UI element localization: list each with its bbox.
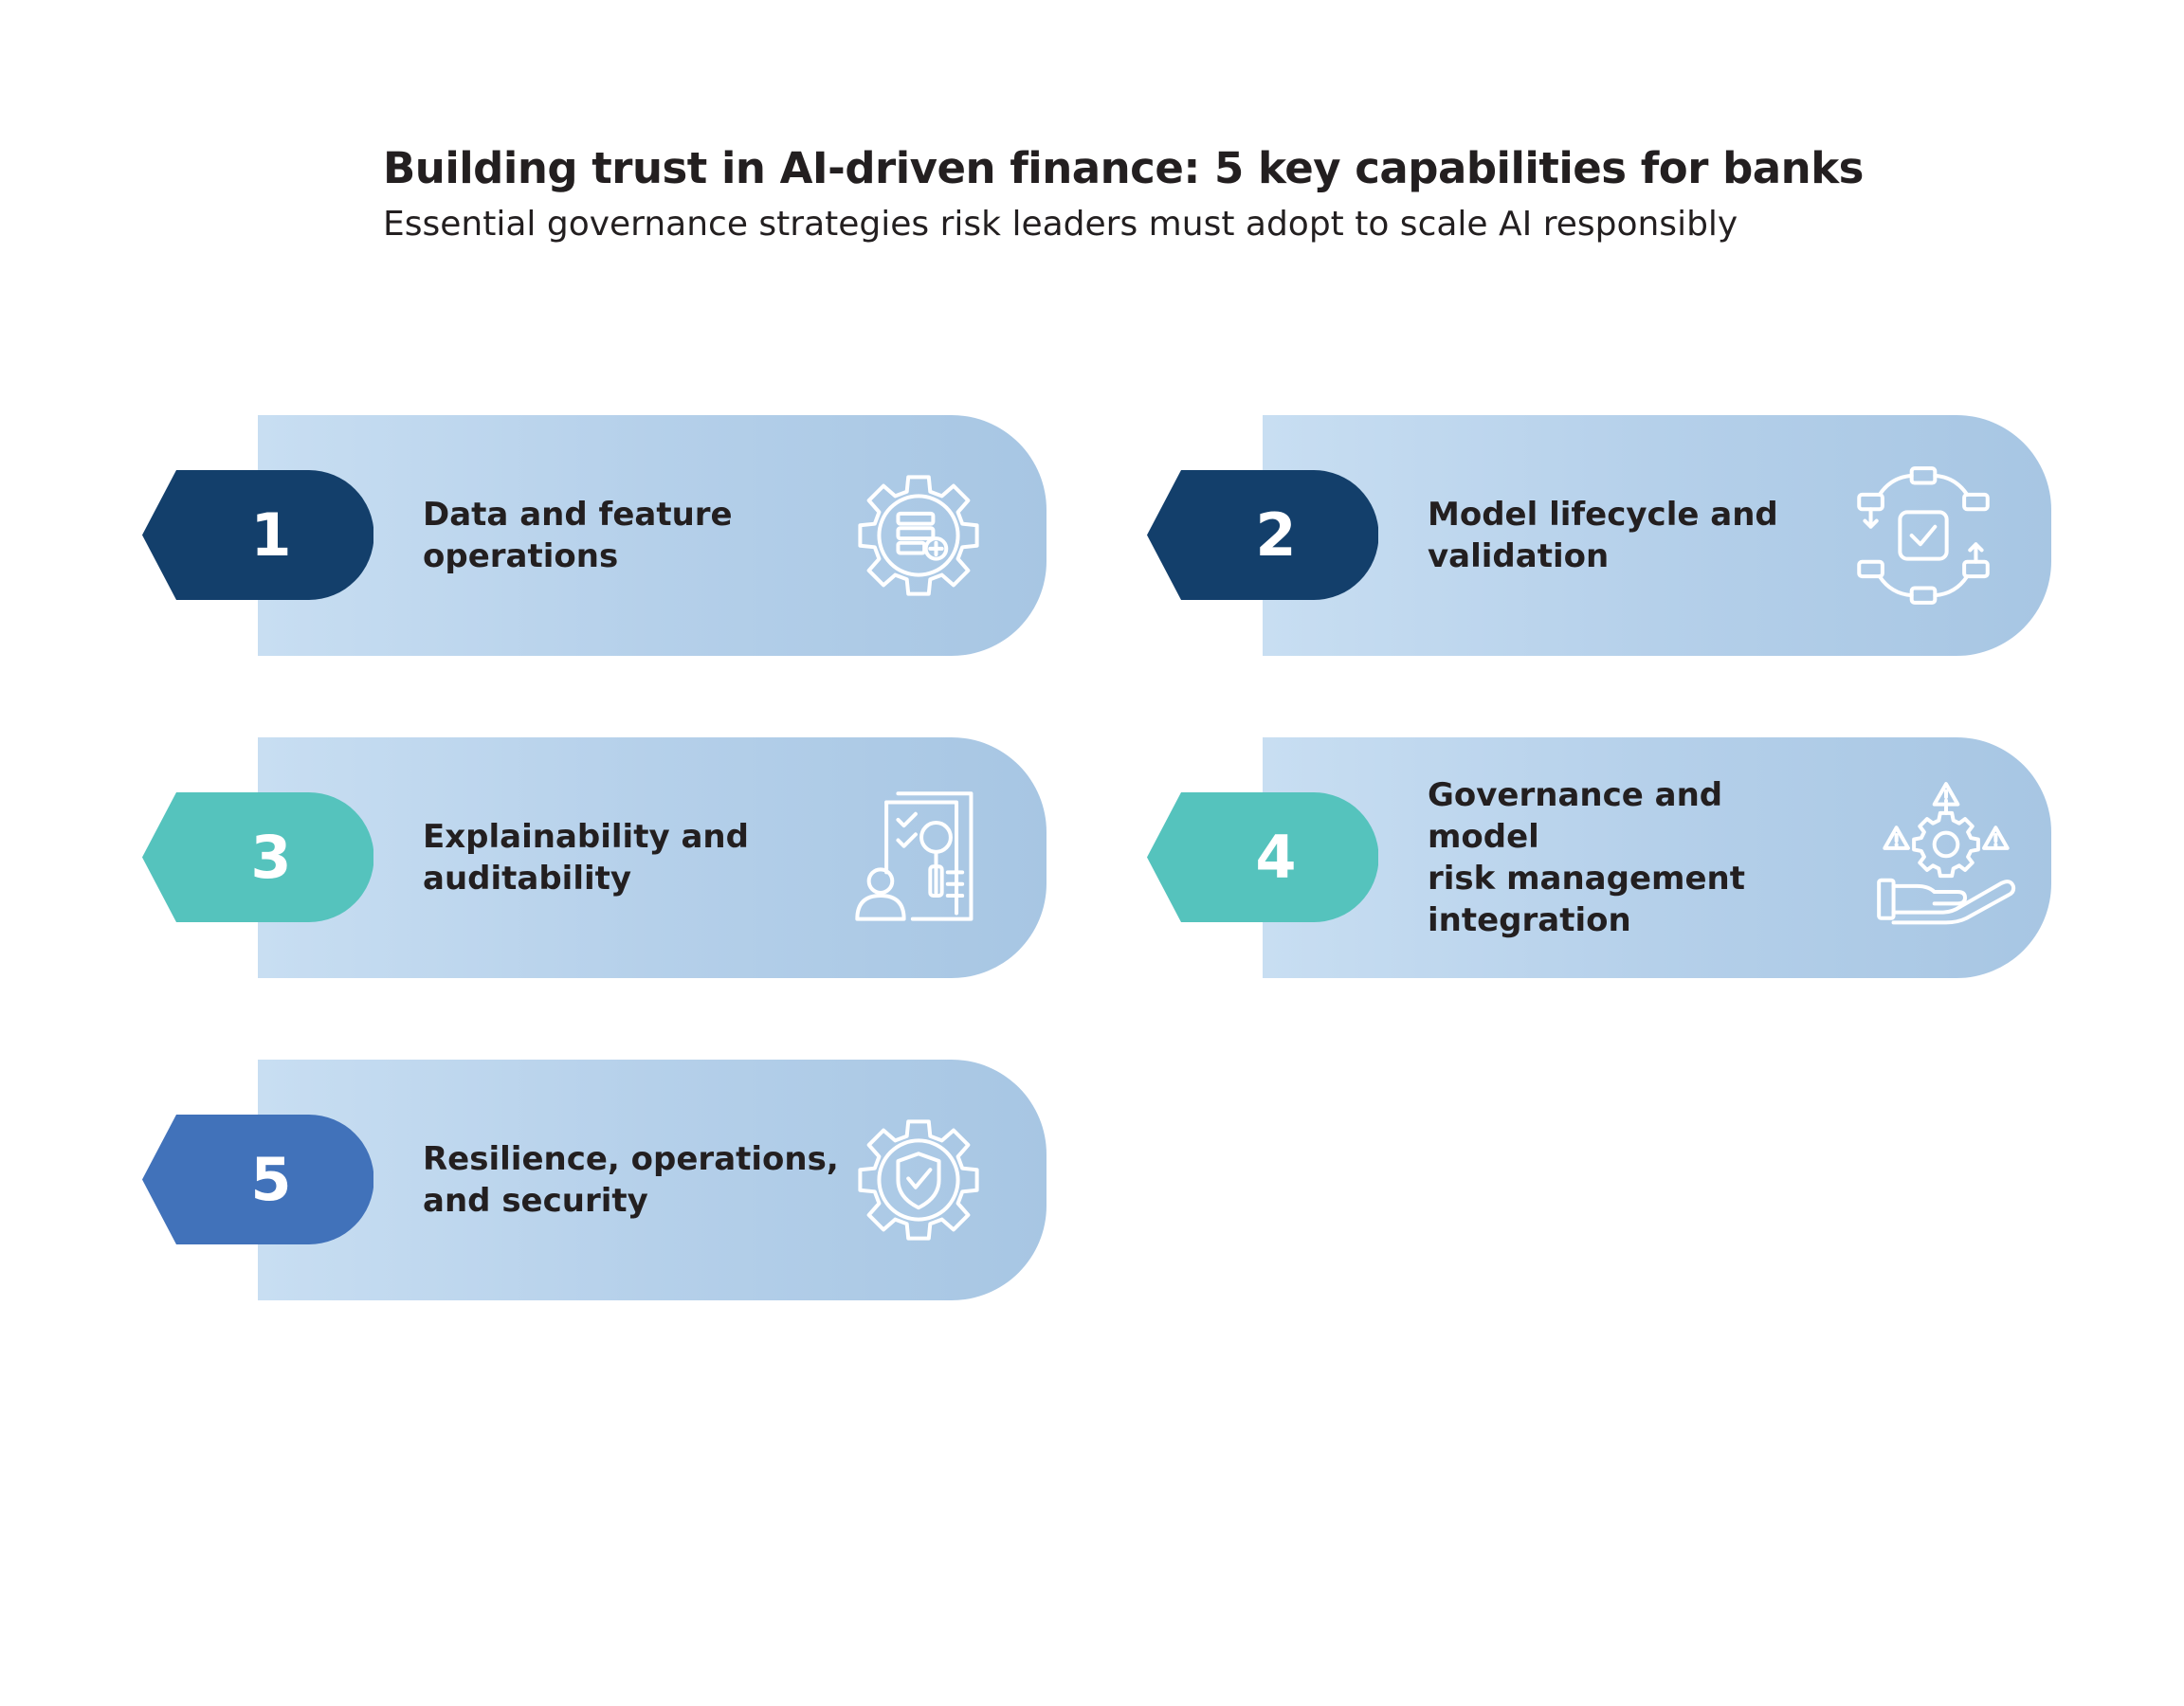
capability-label: Explainability and auditability (423, 818, 749, 898)
number-badge: 5 (142, 1115, 373, 1244)
badge-number: 3 (250, 823, 292, 892)
capability-card-3: 3 Explainability and auditability (142, 737, 1067, 978)
capability-card-1: 1 Data and feature operations (142, 415, 1067, 656)
number-badge: 1 (142, 470, 373, 600)
number-badge: 3 (142, 792, 373, 922)
capability-card-4: 4 Governance and model risk management i… (1147, 737, 2072, 978)
capability-label: Data and feature operations (423, 496, 733, 575)
badge-shape (142, 470, 373, 600)
page-subtitle: Essential governance strategies risk lea… (383, 205, 1738, 244)
card-background (1263, 737, 2051, 978)
page-title: Building trust in AI-driven finance: 5 k… (383, 143, 1864, 193)
badge-number: 2 (1255, 500, 1297, 570)
capability-label: Model lifecycle and validation (1428, 496, 1778, 575)
badge-shape (1147, 470, 1378, 600)
badge-shape (1147, 792, 1378, 922)
badge-number: 4 (1255, 823, 1297, 892)
data-gear-icon (846, 463, 992, 608)
card-background (258, 415, 1046, 656)
capability-card-2: 2 Model lifecycle and validation (1147, 415, 2072, 656)
header: Building trust in AI-driven finance: 5 k… (383, 142, 1900, 246)
number-badge: 4 (1147, 792, 1378, 922)
shield-gear-icon (846, 1107, 992, 1253)
badge-shape (142, 792, 373, 922)
card-background (258, 1060, 1046, 1300)
card-background (258, 737, 1046, 978)
number-badge: 2 (1147, 470, 1378, 600)
badge-number: 5 (250, 1145, 292, 1214)
lifecycle-network-icon (1850, 463, 1996, 608)
badge-shape (142, 1115, 373, 1244)
capability-label: Governance and model risk management int… (1428, 776, 1745, 939)
badge-number: 1 (250, 500, 292, 570)
hand-gear-risk-icon (1873, 781, 2019, 927)
capability-card-5: 5 Resilience, operations, and security (142, 1060, 1067, 1300)
capability-label: Resilience, operations, and security (423, 1140, 839, 1220)
card-background (1263, 415, 2051, 656)
audit-document-icon (846, 785, 992, 931)
